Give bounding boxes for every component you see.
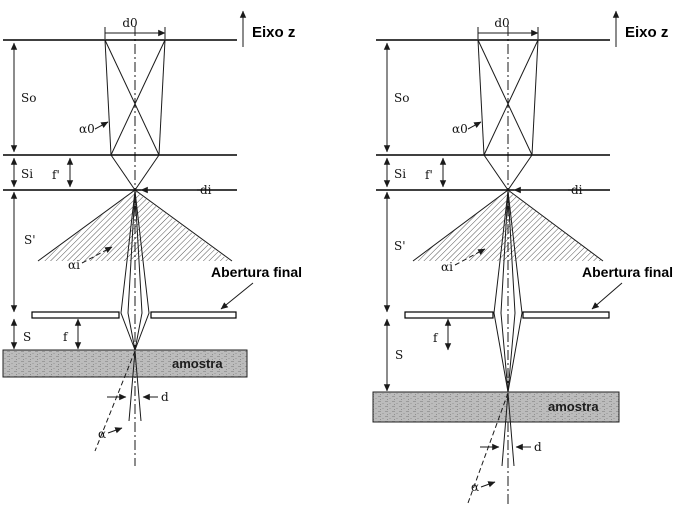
alpha0-arrow [467,121,482,130]
left-diagram: Eixo z d0 α0 So Si f' di S' αi [2,10,302,466]
aperture-blade-right [150,311,237,319]
si-label: Si [394,167,406,181]
beam-ray [412,154,533,262]
beam-ray [37,154,160,262]
beam-envelope [493,190,523,393]
alpha-line [467,392,509,504]
alpha-label: α [98,427,106,441]
beam-ray [500,190,509,393]
z-axis-label: Eixo z [625,24,668,41]
alpha0-label: α0 [79,122,95,136]
beam-ray [477,39,533,156]
beam-ray [483,39,539,156]
alphai-label: αi [68,258,80,272]
so-label: So [394,91,409,105]
di-label: di [571,183,583,197]
beam-ray [134,190,150,351]
alpha-line [94,350,136,452]
alpha-arrow [107,427,123,434]
alpha-label: α [471,480,479,494]
f-label: f [63,330,69,344]
beam-ray [507,190,523,393]
beam-ray [104,39,112,156]
s-label: S [23,330,31,344]
d-label: d [161,390,169,404]
s-label: S [395,348,403,362]
aperture-blade-left [404,311,494,319]
beam-ray [134,190,143,351]
aperture-label: Abertura final [211,264,302,280]
beam-ray [127,190,136,351]
alphai-arrow [81,246,113,264]
aperture-pointer-arrow [220,282,254,310]
so-label: So [21,91,36,105]
beam-ray [531,39,539,156]
alpha0-arrow [94,121,109,130]
aperture-blade-right [522,311,610,319]
beam-ray [501,392,509,467]
beam-ray [134,350,142,422]
d0-label: d0 [122,16,137,30]
d0-label: d0 [494,16,509,30]
beam-ray [493,190,509,393]
alpha-arrow [480,481,496,488]
sample-label: amostra [172,356,223,371]
beam-ray [104,39,160,156]
si-label: Si [21,167,33,181]
beam-ray [158,39,166,156]
beam-ray [477,39,485,156]
sample-bar [372,391,620,423]
sample-bar [2,349,248,378]
alpha0-label: α0 [452,122,468,136]
f-prime-label: f' [52,168,60,182]
upper-beam-rays [104,39,166,156]
alphai-arrow [454,248,486,266]
beam-ray [110,39,166,156]
f-label: f [433,331,439,345]
right-diagram: Eixo z d0 α0 So Si f' di S' αi [372,10,673,507]
beam-ray [128,350,136,422]
beam-ray [120,190,136,351]
s-prime-label: S' [394,239,406,253]
s-prime-label: S' [24,233,36,247]
z-axis-label: Eixo z [252,24,295,41]
beam-envelope [120,190,150,351]
beam-ray [507,190,516,393]
f-prime-label: f' [425,168,433,182]
d-label: d [534,440,542,454]
alphai-label: αi [441,260,453,274]
aperture-label: Abertura final [582,264,673,280]
aperture-blade-left [31,311,120,319]
beam-ray [507,392,515,467]
upper-beam-rays [477,39,539,156]
aperture-pointer-arrow [591,282,623,310]
sample-label: amostra [548,399,599,414]
di-label: di [200,183,212,197]
